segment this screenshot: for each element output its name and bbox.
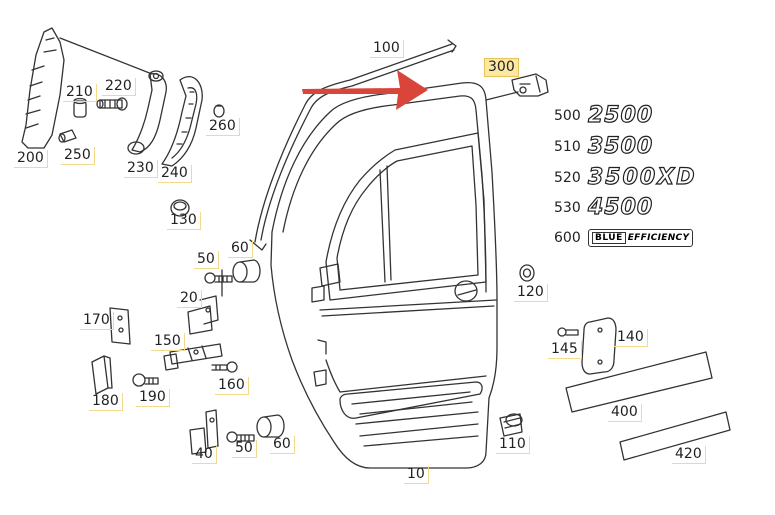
block-180 <box>91 355 113 395</box>
hinge-20 <box>187 269 223 335</box>
callout-60-upper: 60 <box>228 240 253 258</box>
callout-420: 420 <box>672 446 706 464</box>
grab-handle-230 <box>127 70 167 155</box>
plate-170 <box>109 307 131 345</box>
screw-50-upper <box>204 272 233 284</box>
callout-160: 160 <box>215 377 249 395</box>
screw-50-lower <box>226 431 255 443</box>
clip-250 <box>58 129 77 143</box>
callout-210: 210 <box>63 84 97 102</box>
callout-240: 240 <box>158 165 192 183</box>
callout-180: 180 <box>89 393 123 411</box>
trim-strip-420 <box>619 411 731 461</box>
callout-170: 170 <box>80 312 114 330</box>
cover-plate-140 <box>581 317 617 375</box>
callout-100: 100 <box>370 40 404 58</box>
callout-130: 130 <box>167 212 201 230</box>
emblem-2500: 2500 <box>587 103 654 128</box>
screw-145 <box>557 327 579 337</box>
highlight-arrow <box>302 70 428 110</box>
plug-260 <box>213 104 225 118</box>
callout-120: 120 <box>514 284 548 302</box>
emblem-4500: 4500 <box>587 195 654 220</box>
callout-50-upper: 50 <box>194 251 219 269</box>
callout-60-lower: 60 <box>270 436 295 454</box>
handle-cover-240 <box>161 76 203 167</box>
badge-number-530: 530 <box>554 200 581 216</box>
callout-110: 110 <box>496 436 530 454</box>
callout-10: 10 <box>404 466 429 484</box>
callout-260: 260 <box>206 118 240 136</box>
door-seal-300 <box>485 73 549 101</box>
emblem-blue-efficiency: BLUE EFFICIENCY <box>588 229 694 247</box>
screw-160 <box>211 361 238 373</box>
badge-number-600: 600 <box>554 230 581 246</box>
callout-40: 40 <box>192 446 217 464</box>
emblem-efficiency-text: EFFICIENCY <box>627 233 690 243</box>
lock-cylinder-110 <box>499 413 523 437</box>
callout-190: 190 <box>136 389 170 407</box>
pin-220 <box>96 97 128 111</box>
bumper-60-upper <box>232 259 261 283</box>
window-seal-strip <box>249 39 457 251</box>
callout-140: 140 <box>614 329 648 347</box>
emblem-3500: 3500 <box>587 134 654 159</box>
badge-number-500: 500 <box>554 108 581 124</box>
callout-150: 150 <box>151 333 185 351</box>
callout-400: 400 <box>608 404 642 422</box>
grommet-120 <box>519 264 535 282</box>
bumper-60-lower <box>256 414 285 438</box>
callout-200: 200 <box>14 150 48 168</box>
check-strap-150 <box>163 343 223 371</box>
callout-20: 20 <box>177 290 202 308</box>
emblem-3500xd: 3500XD <box>587 165 697 190</box>
callout-250: 250 <box>61 147 95 165</box>
callout-300: 300 <box>484 58 519 77</box>
door-shell <box>270 81 498 469</box>
hinge-40 <box>189 409 219 455</box>
trim-panel-200 <box>21 27 153 149</box>
emblem-blue-text: BLUE <box>592 232 626 244</box>
callout-230: 230 <box>124 160 158 178</box>
callout-145: 145 <box>548 341 582 359</box>
callout-220: 220 <box>102 78 136 96</box>
badge-number-510: 510 <box>554 139 581 155</box>
callout-50-lower: 50 <box>232 440 257 458</box>
cap-130 <box>170 199 190 217</box>
badge-number-520: 520 <box>554 170 581 186</box>
bolt-190 <box>132 373 159 387</box>
trim-strip-400 <box>565 351 713 413</box>
